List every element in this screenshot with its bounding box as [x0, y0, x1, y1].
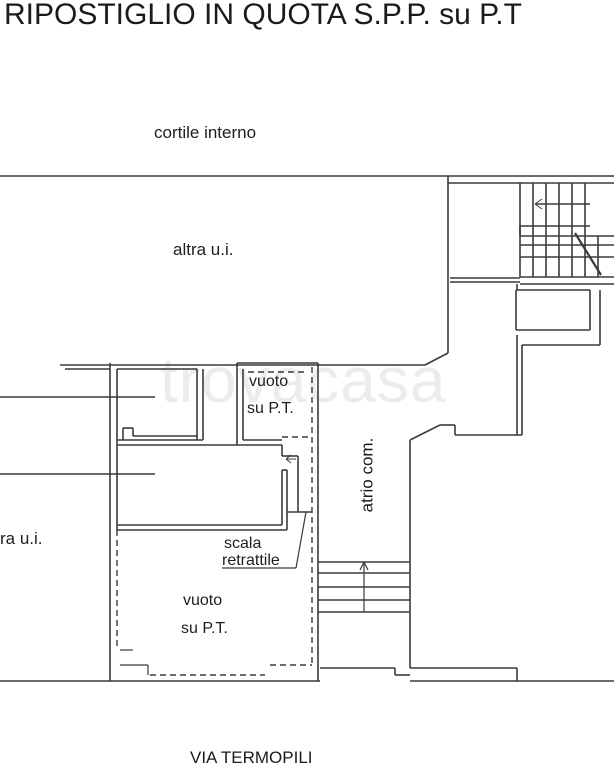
- label-other-unit-top: altra u.i.: [173, 240, 234, 259]
- label-void-large-2: su P.T.: [181, 620, 228, 637]
- label-courtyard: cortile interno: [154, 123, 257, 142]
- staircase-lower: [318, 561, 410, 613]
- label-street: VIA TERMOPILI: [190, 748, 313, 767]
- void-outline: [116, 367, 313, 676]
- staircase-upper: [519, 183, 614, 278]
- storage-block: [109, 362, 319, 681]
- label-void-small-2: su P.T.: [247, 400, 294, 417]
- watermark: trovacasa: [160, 344, 447, 416]
- label-other-unit-left: ra u.i.: [0, 529, 43, 548]
- label-ladder-2: retrattile: [222, 552, 280, 569]
- label-void-large-1: vuoto: [183, 592, 223, 609]
- label-void-small-1: vuoto: [249, 373, 289, 390]
- label-atrium: atrio com.: [357, 437, 377, 513]
- label-ladder-1: scala: [224, 535, 262, 552]
- plan-title: RIPOSTIGLIO IN QUOTA S.P.P. su P.T: [4, 0, 522, 31]
